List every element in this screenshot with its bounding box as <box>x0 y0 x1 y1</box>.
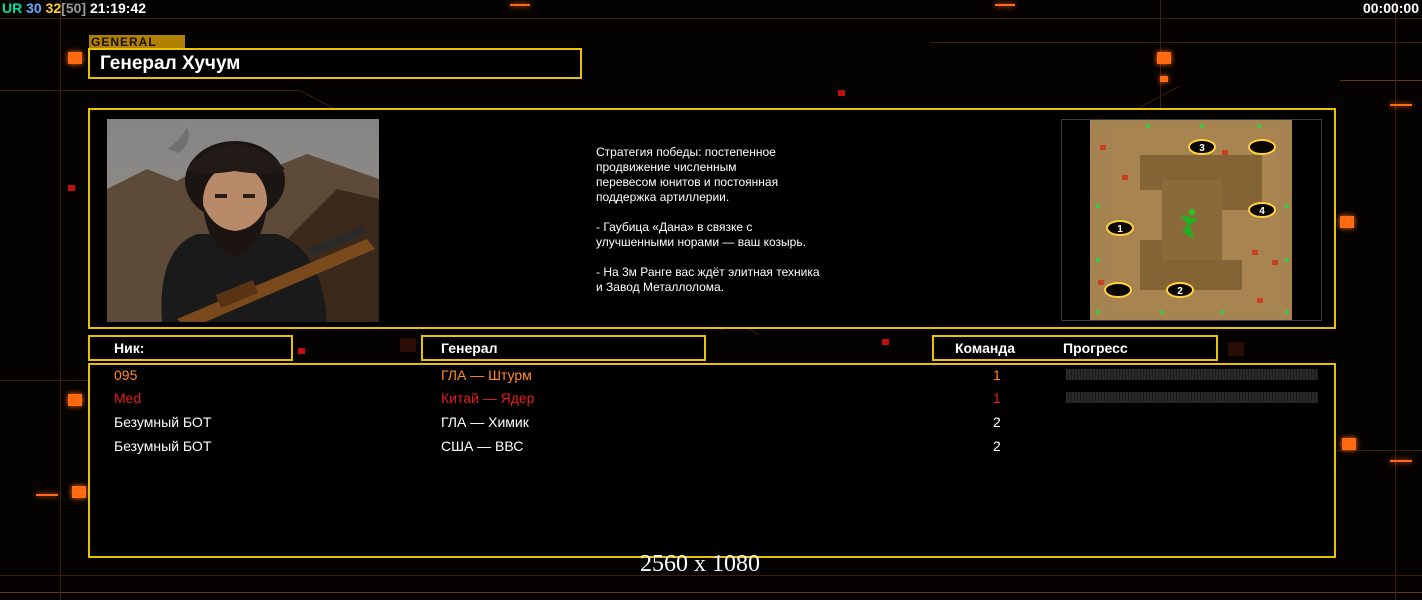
player-nick: Безумный БОТ <box>114 414 212 430</box>
bg-line <box>930 42 1422 43</box>
player-general: США — ВВС <box>441 438 524 454</box>
player-row: Безумный БОТ ГЛА — Химик 2 <box>90 412 1334 434</box>
player-nick: 095 <box>114 367 138 383</box>
strategy-description: Стратегия победы: постепенное продвижени… <box>596 145 820 294</box>
bg-square <box>68 52 82 64</box>
bg-line <box>0 90 300 91</box>
general-portrait <box>107 119 379 322</box>
bg-square <box>1390 104 1412 106</box>
header-general-label: Генерал <box>441 340 498 356</box>
game-timer: 00:00:00 <box>1362 0 1419 16</box>
bg-square <box>1342 438 1356 450</box>
bg-square <box>838 90 845 96</box>
player-team: 1 <box>993 390 1001 406</box>
fps-counter: UR 30 32[50] 21:19:42 <box>2 0 146 16</box>
bg-line <box>1395 0 1396 600</box>
player-team: 1 <box>993 367 1001 383</box>
bg-square <box>400 338 416 352</box>
bg-line <box>0 592 1422 593</box>
player-row: 095 ГЛА — Штурм 1 <box>90 365 1334 387</box>
hud-value-2: 32 <box>45 0 62 16</box>
bg-line <box>1336 450 1422 451</box>
bg-line <box>1340 80 1422 81</box>
bg-square <box>995 4 1015 6</box>
bg-square <box>1390 460 1412 462</box>
bg-square <box>510 4 530 6</box>
minimap-image: 1 2 3 4 <box>1090 120 1292 320</box>
general-info-panel: Стратегия победы: постепенное продвижени… <box>88 108 1336 329</box>
column-header-general: Генерал <box>421 335 706 361</box>
bg-square <box>298 348 305 354</box>
player-general: ГЛА — Химик <box>441 414 529 430</box>
bg-square <box>1340 216 1354 228</box>
hud-ur: UR <box>2 0 23 16</box>
hud-value-1: 30 <box>26 0 42 16</box>
resolution-label: 2560 x 1080 <box>640 551 760 577</box>
bg-square <box>1157 52 1171 64</box>
player-team: 2 <box>993 414 1001 430</box>
bg-square <box>882 339 889 345</box>
bg-square <box>72 486 86 498</box>
bg-line <box>0 18 1422 19</box>
player-team: 2 <box>993 438 1001 454</box>
player-nick: Med <box>114 390 142 406</box>
column-header-nick: Ник: <box>88 335 293 361</box>
bg-square <box>68 185 75 191</box>
player-progress-bar <box>1066 369 1318 380</box>
bg-square <box>68 394 82 406</box>
spawn-label: 1 <box>1117 224 1123 235</box>
header-progress-label: Прогресс <box>1063 340 1128 356</box>
portrait-image <box>107 119 379 322</box>
column-header-team-progress: Команда Прогресс <box>932 335 1218 361</box>
spawn-label: 4 <box>1259 206 1265 217</box>
hud-clock: 21:19:42 <box>89 0 147 16</box>
map-preview[interactable]: 1 2 3 4 <box>1061 119 1322 321</box>
player-progress-bar <box>1066 392 1318 403</box>
general-name: Генерал Хучум <box>100 53 241 74</box>
spawn-label: 3 <box>1199 143 1205 154</box>
bg-square <box>1228 342 1244 356</box>
players-list: 095 ГЛА — Штурм 1 Med Китай — Ядер 1 Без… <box>88 363 1336 558</box>
player-general: ГЛА — Штурм <box>441 367 532 383</box>
header-nick-label: Ник: <box>114 340 145 356</box>
player-general: Китай — Ядер <box>441 390 535 406</box>
general-tag: GENERAL <box>89 35 185 49</box>
bg-line <box>0 380 88 381</box>
player-nick: Безумный БОТ <box>114 438 212 454</box>
header-team-label: Команда <box>955 340 1015 356</box>
spawn-label: 2 <box>1177 286 1183 297</box>
hud-value-3: [50] <box>61 0 87 16</box>
bg-square <box>36 494 58 496</box>
player-row: Med Китай — Ядер 1 <box>90 388 1334 410</box>
general-title-box: Генерал Хучум <box>88 48 582 79</box>
bg-line <box>60 0 61 600</box>
bg-line <box>0 575 1422 576</box>
player-row: Безумный БОТ США — ВВС 2 <box>90 436 1334 458</box>
bg-square <box>1160 76 1168 82</box>
